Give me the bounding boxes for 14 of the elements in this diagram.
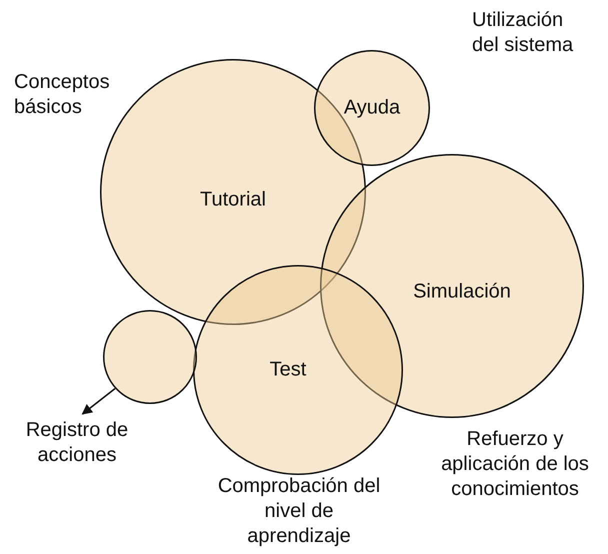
caption-text: Refuerzo y aplicación de los conocimientos <box>440 427 590 502</box>
caption-text: Comprobación del nivel de aprendizaje <box>216 474 382 549</box>
circle-label: Ayuda <box>344 96 400 120</box>
caption-text: Utilización del sistema <box>472 8 574 58</box>
topic-circle <box>314 50 430 166</box>
circle-label: Simulación <box>413 280 511 304</box>
topic-circle <box>193 265 403 475</box>
circle-label: Test <box>270 358 306 382</box>
arrow <box>82 388 116 415</box>
caption-text: Registro de acciones <box>22 418 132 468</box>
topic-circle <box>320 154 584 418</box>
circle-label: Tutorial <box>200 188 266 212</box>
empty-circle <box>103 310 197 404</box>
caption-text: Conceptos básicos <box>14 70 111 120</box>
